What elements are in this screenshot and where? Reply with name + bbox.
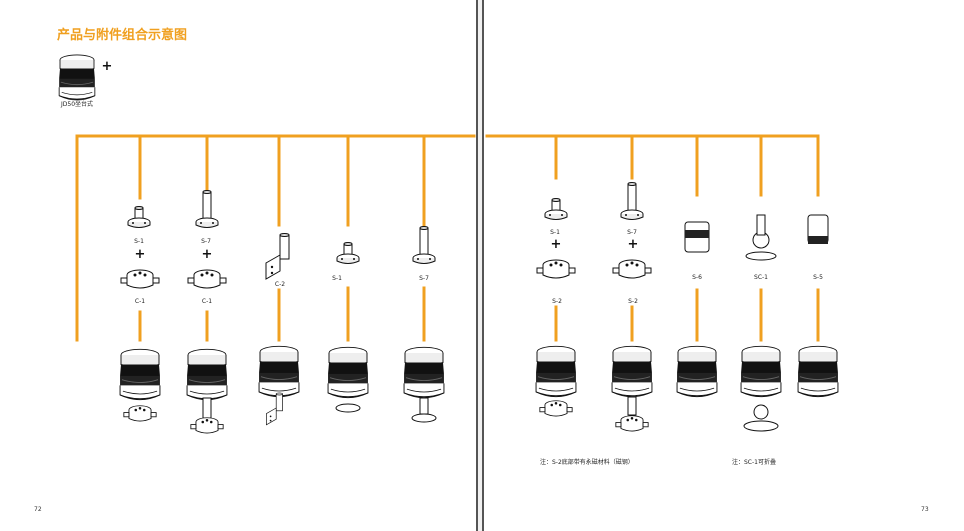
plus-sign: + <box>101 59 113 74</box>
terminal-box-icon <box>120 269 160 289</box>
folding-joint-icon <box>753 404 769 420</box>
terminal-box-icon <box>615 415 649 432</box>
bracket-icon <box>266 392 283 426</box>
plus-sign: + <box>550 237 562 252</box>
folding-pole-icon <box>756 214 766 236</box>
left-col4-label: S-1 <box>332 275 342 282</box>
page-title: 产品与附件组合示意图 <box>57 28 188 43</box>
left-col2-top-label: S-7 <box>201 238 211 245</box>
base-signal-light <box>58 54 96 101</box>
stand-base-icon <box>335 403 361 413</box>
terminal-box-icon <box>187 269 227 289</box>
terminal-box-icon <box>539 400 573 417</box>
right-col5-label: S-5 <box>813 274 823 281</box>
note-sc1: 注：SC-1可折叠 <box>732 459 776 466</box>
base-unit-label: JD50坐台式 <box>60 101 94 108</box>
bracket-icon <box>265 233 290 280</box>
terminal-box-icon <box>536 259 576 279</box>
stand-short-icon <box>127 206 151 228</box>
folding-base-icon <box>743 420 779 432</box>
signal-light-icon <box>611 345 653 398</box>
page-number-left: 72 <box>34 506 42 513</box>
stand-base-icon <box>411 413 437 423</box>
signal-light-icon <box>327 346 369 399</box>
folding-base-icon <box>745 251 777 261</box>
terminal-box-icon <box>123 405 157 422</box>
magnet-base-band <box>808 236 828 244</box>
signal-light-icon <box>119 348 161 401</box>
left-col1-bottom-label: C-1 <box>134 298 146 305</box>
right-col1-top-label: S-1 <box>550 229 560 236</box>
signal-light-icon <box>186 348 228 401</box>
stand-short-icon <box>336 242 360 264</box>
right-col3-label: S-6 <box>692 274 702 281</box>
stand-pole-icon <box>627 396 637 416</box>
terminal-box-icon <box>190 417 224 434</box>
stand-short-icon <box>544 198 568 220</box>
signal-light-icon <box>740 345 782 398</box>
stand-pole-icon <box>419 397 429 415</box>
stand-tall-icon <box>195 190 219 228</box>
right-col2-top-label: S-7 <box>627 229 637 236</box>
note-s2: 注：S-2底部带有永磁材料（磁钢） <box>540 459 634 466</box>
plus-sign: + <box>134 247 146 262</box>
signal-light-icon <box>258 345 300 398</box>
cable-gland-band <box>685 230 709 238</box>
signal-light-icon <box>403 346 445 399</box>
right-col4-label: SC-1 <box>754 274 768 281</box>
plus-sign: + <box>201 247 213 262</box>
stand-pole-icon <box>202 397 212 419</box>
signal-light-icon <box>797 345 839 398</box>
left-col2-bottom-label: C-1 <box>201 298 213 305</box>
page-number-right: 73 <box>921 506 929 513</box>
signal-light-icon <box>676 345 718 398</box>
stand-tall-icon <box>620 182 644 220</box>
left-col1-top-label: S-1 <box>134 238 144 245</box>
right-col2-bottom-label: S-2 <box>628 298 638 305</box>
left-col5-label: S-7 <box>419 275 429 282</box>
book-gutter <box>476 0 484 531</box>
left-col3-label: C-2 <box>274 281 286 288</box>
stand-tall-icon <box>412 226 436 264</box>
signal-light-icon <box>535 345 577 398</box>
plus-sign: + <box>627 237 639 252</box>
right-col1-bottom-label: S-2 <box>552 298 562 305</box>
terminal-box-icon <box>612 259 652 279</box>
